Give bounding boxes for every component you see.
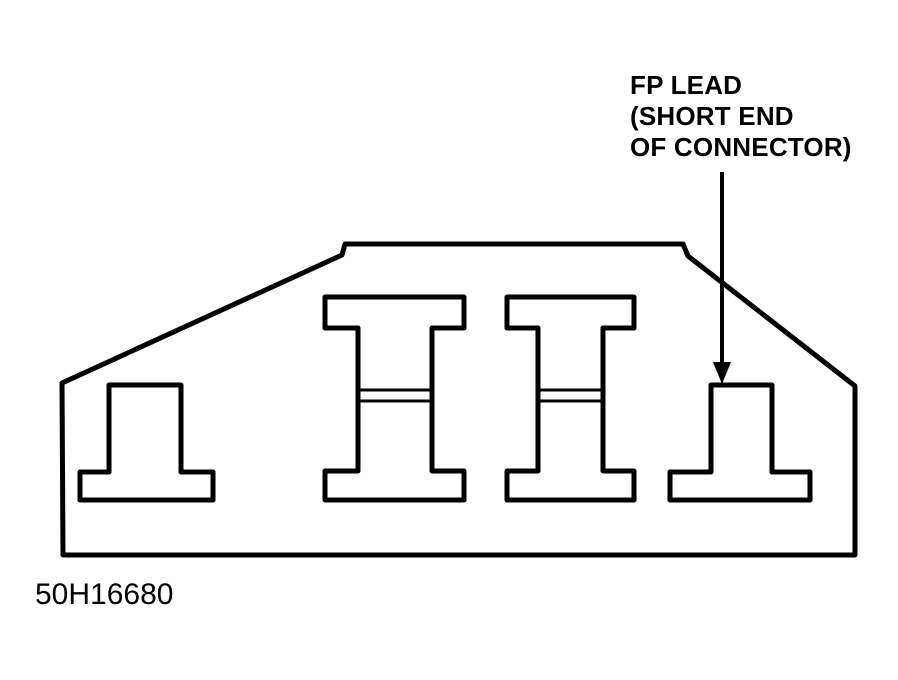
left-short-terminal [77,382,216,503]
right-short-terminal [667,382,813,503]
connector-housing [59,241,858,558]
callout-label-line-1: FP LEAD [630,70,743,100]
center-right-terminal [504,294,637,503]
figure-id-label: 50H16680 [35,578,174,611]
callout-label-line-2: (SHORT END [630,101,794,131]
center-left-terminal [322,294,467,503]
callout-arrow [713,172,731,384]
callout-label-line-3: OF CONNECTOR) [630,132,852,162]
